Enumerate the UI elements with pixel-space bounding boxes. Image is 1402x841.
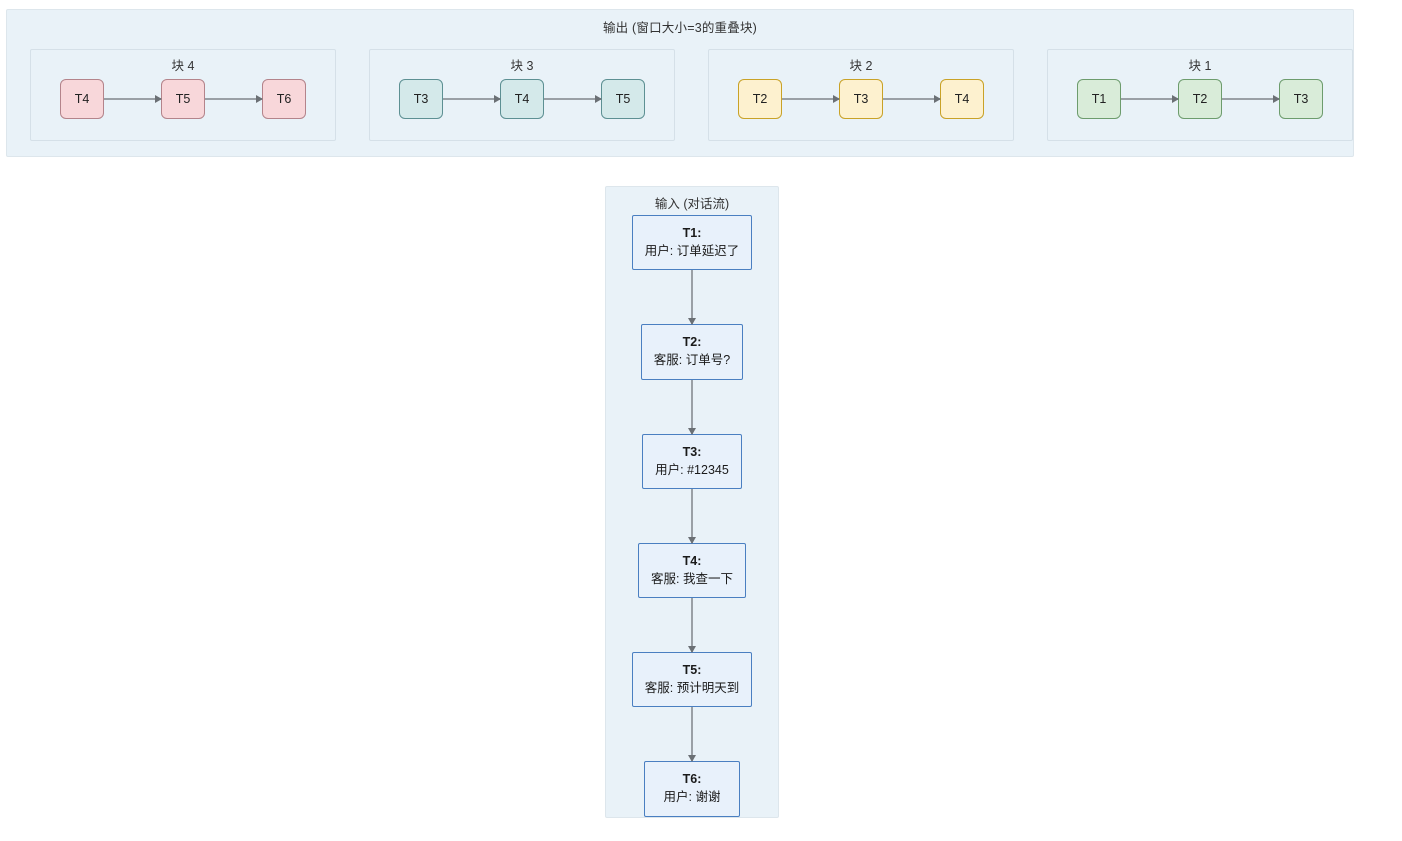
- chunk-title: 块 4: [171, 59, 195, 73]
- arrow-connector-icon: [687, 270, 696, 326]
- arrow-connector-icon: [687, 707, 696, 763]
- chunk-node[interactable]: T4: [60, 79, 104, 119]
- turn-text: 用户: 谢谢: [663, 790, 721, 805]
- arrow-connector-icon: [687, 379, 696, 435]
- turn-node-t6[interactable]: T6: 用户: 谢谢: [644, 761, 740, 817]
- chunk-title: 块 2: [849, 59, 873, 73]
- chunk-node[interactable]: T5: [161, 79, 205, 119]
- chunk-group-1: 块 1 T1 T2 T3: [1047, 49, 1353, 141]
- turn-text: 用户: #12345: [655, 462, 729, 477]
- turn-id: T1:: [682, 226, 702, 240]
- arrow-connector-icon: [104, 94, 162, 103]
- chunk-title: 块 1: [1188, 59, 1212, 73]
- conversation-flow: T1: 用户: 订单延迟了 T2: 客服: 订单号? T3: 用户: #1234…: [606, 215, 778, 817]
- turn-id: T6:: [682, 772, 702, 787]
- turn-text: 用户: 订单延迟了: [644, 244, 740, 259]
- chunk-node[interactable]: T2: [1178, 79, 1222, 119]
- chunk-node[interactable]: T3: [1279, 79, 1323, 119]
- chunk-group-3: 块 3 T3 T4 T5: [369, 49, 675, 141]
- turn-node-t5[interactable]: T5: 客服: 预计明天到: [631, 652, 753, 708]
- arrow-connector-icon: [205, 94, 263, 103]
- arrow-connector-icon: [544, 94, 602, 103]
- chunk-node[interactable]: T3: [399, 79, 443, 119]
- chunk-node[interactable]: T2: [738, 79, 782, 119]
- input-panel-title: 输入 (对话流): [654, 197, 730, 211]
- chunk-node[interactable]: T6: [262, 79, 306, 119]
- chunk-node-row: T1 T2 T3: [1048, 77, 1352, 121]
- chunk-node-row: T4 T5 T6: [31, 77, 335, 121]
- arrow-connector-icon: [443, 94, 501, 103]
- turn-text: 客服: 预计明天到: [644, 681, 740, 696]
- arrow-connector-icon: [782, 94, 840, 103]
- turn-id: T4:: [682, 553, 702, 568]
- turn-id: T2:: [682, 335, 702, 350]
- arrow-connector-icon: [1222, 94, 1280, 103]
- chunk-node-row: T2 T3 T4: [709, 77, 1013, 121]
- arrow-connector-icon: [1121, 94, 1179, 103]
- arrow-connector-icon: [687, 488, 696, 544]
- turn-node-t2[interactable]: T2: 客服: 订单号?: [640, 324, 744, 380]
- chunk-node[interactable]: T1: [1077, 79, 1121, 119]
- chunk-node[interactable]: T4: [940, 79, 984, 119]
- chunk-node[interactable]: T5: [601, 79, 645, 119]
- turn-text: 客服: 订单号?: [653, 353, 731, 368]
- turn-text: 客服: 我查一下: [651, 571, 733, 586]
- turn-node-t4[interactable]: T4: 客服: 我查一下: [638, 542, 746, 598]
- turn-id: T5:: [682, 663, 702, 677]
- arrow-connector-icon: [687, 598, 696, 653]
- chunk-node-row: T3 T4 T5: [370, 77, 674, 121]
- chunk-node[interactable]: T3: [839, 79, 883, 119]
- chunk-group-4: 块 4 T4 T5 T6: [30, 49, 336, 141]
- arrow-connector-icon: [883, 94, 941, 103]
- turn-node-t1[interactable]: T1: 用户: 订单延迟了: [631, 215, 753, 271]
- output-panel-title: 输出 (窗口大小=3的重叠块): [602, 21, 758, 35]
- turn-node-t3[interactable]: T3: 用户: #12345: [642, 433, 742, 489]
- turn-id: T3:: [682, 444, 702, 459]
- chunk-node[interactable]: T4: [500, 79, 544, 119]
- chunk-group-2: 块 2 T2 T3 T4: [708, 49, 1014, 141]
- input-panel: 输入 (对话流) T1: 用户: 订单延迟了 T2: 客服: 订单号? T3: …: [605, 186, 779, 818]
- output-panel: 输出 (窗口大小=3的重叠块) 块 4 T4 T5 T6 块 3 T3 T4 T…: [6, 9, 1354, 157]
- chunk-title: 块 3: [510, 59, 534, 73]
